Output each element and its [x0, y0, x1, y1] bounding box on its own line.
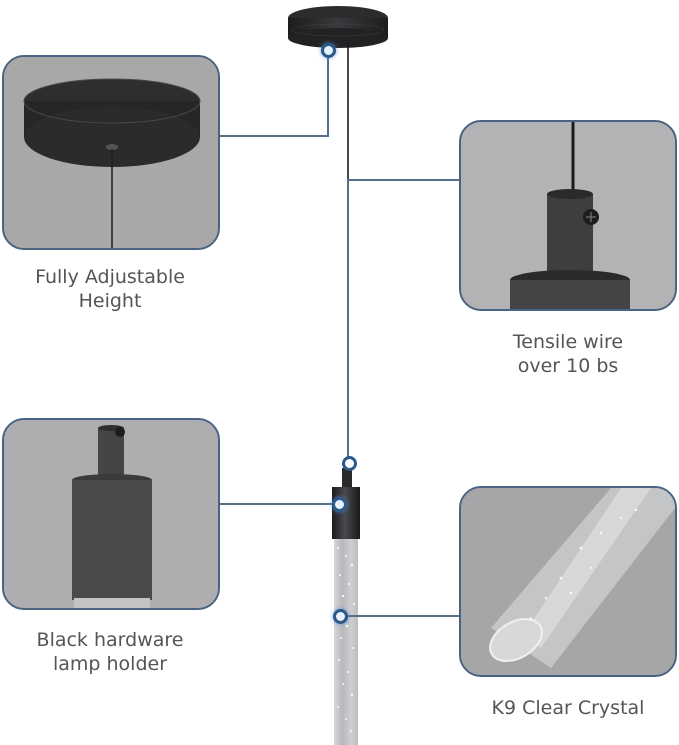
caption-line-1: Black hardware [36, 629, 184, 651]
callout-dot-crystal [333, 609, 348, 624]
canopy-closeup-image [4, 57, 218, 248]
pendant-light-illustration [288, 6, 388, 745]
feature-panel-crystal [459, 486, 677, 677]
feature-panel-holder [2, 418, 220, 610]
crystal-closeup-image [461, 488, 675, 675]
feature-panel-canopy [2, 55, 220, 250]
feature-caption-crystal: K9 Clear Crystal [468, 696, 668, 720]
feature-caption-holder: Black hardware lamp holder [10, 628, 210, 676]
callout-dot-holder [332, 497, 347, 512]
leader-line-wire-vertical [347, 179, 349, 461]
feature-caption-wire: Tensile wire over 10 bs [468, 330, 668, 378]
caption-line-1: K9 Clear Crystal [491, 697, 645, 719]
leader-line-wire-horizontal [347, 179, 460, 181]
lamp-holder-closeup-image [4, 420, 218, 608]
caption-line-2: Height [78, 290, 142, 312]
feature-panel-wire [459, 120, 677, 311]
wire-clamp-closeup-image [461, 122, 675, 309]
callout-dot-canopy [321, 43, 336, 58]
caption-line-2: lamp holder [52, 653, 168, 675]
callout-dot-wire [342, 456, 357, 471]
caption-line-2: over 10 bs [517, 355, 619, 377]
leader-line-crystal-horizontal [343, 615, 461, 617]
pendant-light-product [280, 0, 400, 745]
leader-line-holder-horizontal [219, 503, 337, 505]
leader-line-canopy-horizontal [219, 135, 329, 137]
feature-caption-canopy: Fully Adjustable Height [10, 265, 210, 313]
caption-line-1: Fully Adjustable [35, 266, 185, 288]
caption-line-1: Tensile wire [512, 331, 624, 353]
leader-line-canopy-vertical [327, 50, 329, 136]
